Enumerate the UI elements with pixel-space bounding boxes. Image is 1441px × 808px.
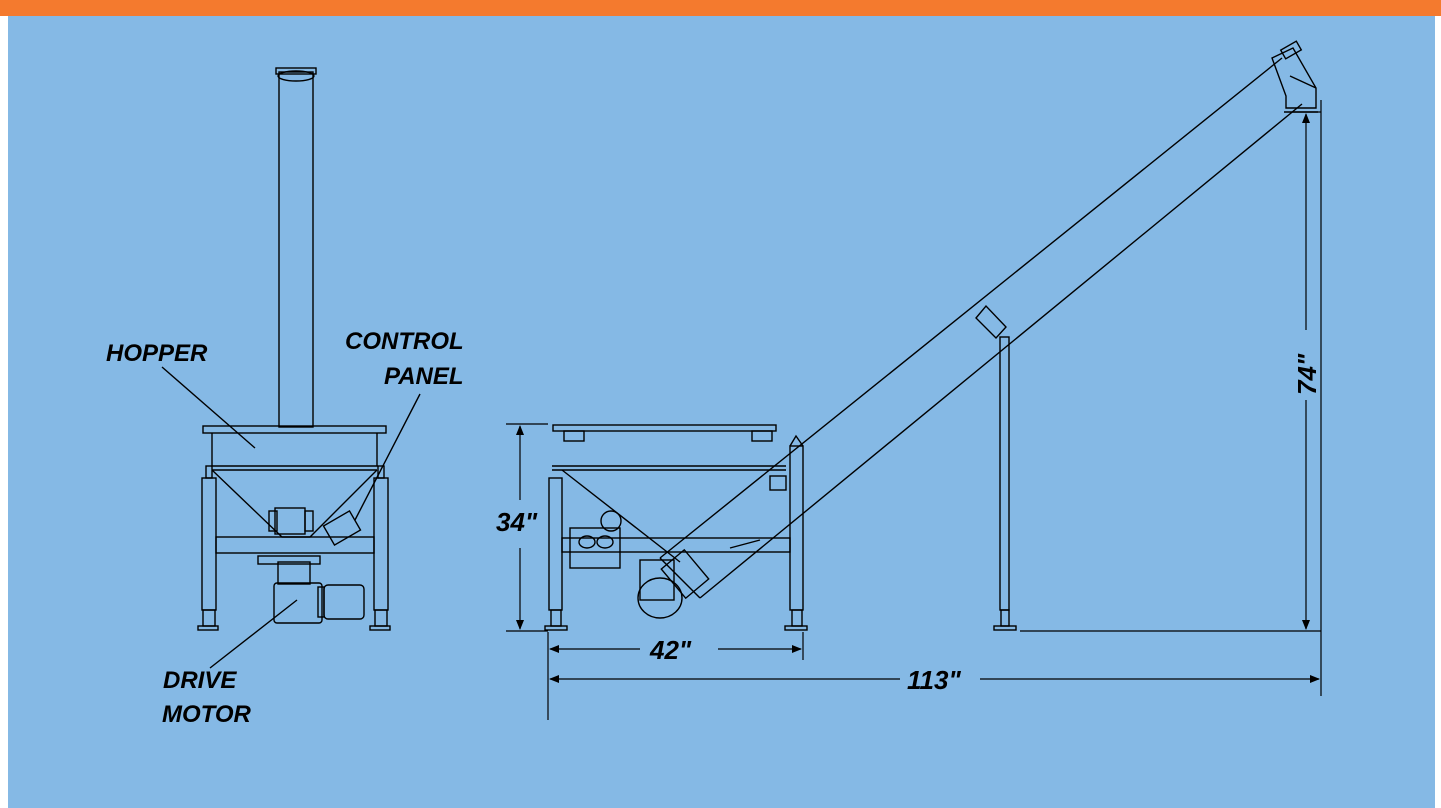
side-view bbox=[544, 40, 1318, 631]
hopper-leader bbox=[161, 366, 256, 449]
control-panel-label-line1: CONTROL bbox=[345, 328, 464, 355]
front-right-leg bbox=[373, 477, 389, 611]
dim-34-label: 34" bbox=[496, 507, 538, 537]
drawing-background bbox=[8, 16, 1441, 808]
drive-motor-label-line2: MOTOR bbox=[162, 701, 252, 728]
front-hopper-body bbox=[211, 433, 378, 467]
incline-tube-lower bbox=[699, 103, 1303, 599]
control-panel-leader bbox=[354, 393, 421, 521]
hopper-label: HOPPER bbox=[106, 340, 208, 367]
incline-tube-upper bbox=[659, 57, 1283, 559]
front-hopper-top-plate bbox=[202, 425, 387, 434]
front-cross-frame bbox=[215, 536, 375, 554]
dim-113-label: 113" bbox=[907, 665, 961, 695]
front-vertical-tube bbox=[278, 71, 314, 428]
side-right-leg bbox=[789, 445, 804, 611]
dim-42-label: 42" bbox=[649, 635, 692, 665]
right-edge-strip bbox=[1435, 16, 1441, 808]
drive-motor-leader bbox=[209, 599, 298, 669]
header-accent-bar bbox=[0, 0, 1441, 16]
front-view bbox=[161, 67, 421, 669]
drive-motor-label-line1: DRIVE bbox=[163, 667, 237, 694]
discharge-head bbox=[1271, 47, 1317, 109]
side-cross-frame bbox=[561, 537, 791, 553]
side-hopper-top-plate bbox=[552, 424, 777, 432]
front-left-leg bbox=[201, 477, 217, 611]
dimension-lines bbox=[506, 100, 1322, 720]
incline-support-leg bbox=[999, 336, 1010, 611]
front-drive-motor bbox=[273, 582, 323, 624]
side-left-leg bbox=[548, 477, 563, 611]
control-panel-label-line2: PANEL bbox=[384, 363, 464, 390]
dim-74-label: 74" bbox=[1292, 353, 1322, 395]
